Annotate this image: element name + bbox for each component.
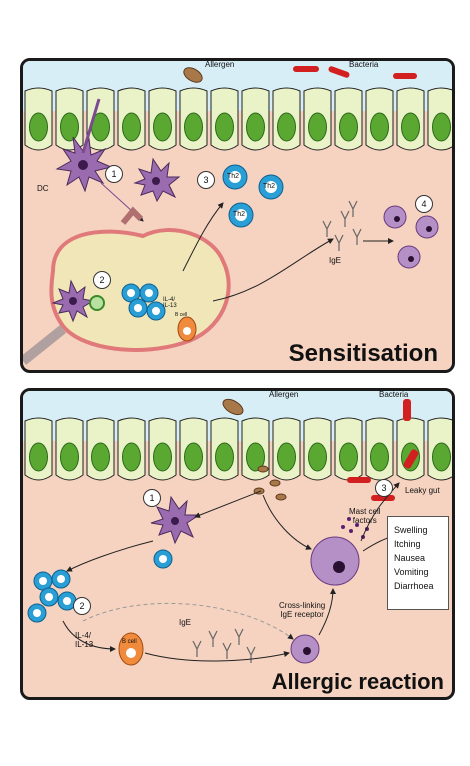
ige-antibodies xyxy=(192,628,256,663)
ige-label: IgE xyxy=(329,256,342,265)
symptom-item: Diarrhoea xyxy=(394,581,434,591)
ige-sensitised-mast-cell xyxy=(290,634,320,664)
cell-nucleus xyxy=(29,442,48,472)
cytokine-label: IL-4/ IL-13 xyxy=(75,631,94,649)
mast-cell-factors-label: Mast cell factors xyxy=(349,507,381,525)
step-1-marker: 1 xyxy=(143,489,161,507)
step-3-marker: 3 xyxy=(375,479,393,497)
bacteria-label: Bacteria xyxy=(379,390,409,399)
cell-nucleus xyxy=(370,112,389,142)
dc-label: DC xyxy=(37,184,49,193)
b-cell-label: B cell xyxy=(122,639,137,645)
dendritic-cell-in-node xyxy=(51,279,105,323)
cell-nucleus xyxy=(432,442,451,472)
cross-linking-label: Cross-linking IgE receptor xyxy=(279,601,326,619)
cell-nucleus xyxy=(215,112,234,142)
cell-nucleus xyxy=(277,112,296,142)
ige-label: IgE xyxy=(179,618,192,627)
b-cell xyxy=(177,316,197,342)
symptom-item: Nausea xyxy=(394,553,426,563)
epithelium-layer xyxy=(24,87,452,151)
step-3-marker: 3 xyxy=(197,171,215,189)
cell-nucleus xyxy=(91,442,110,472)
th2-cells xyxy=(222,164,284,228)
b-cell xyxy=(118,632,144,666)
allergen-peanut xyxy=(222,398,244,416)
cell-nucleus xyxy=(308,112,327,142)
bacterium xyxy=(393,73,417,79)
cell-nucleus xyxy=(246,442,265,472)
bacterium xyxy=(371,495,395,501)
mast-cells xyxy=(383,205,439,269)
cell-nucleus xyxy=(122,112,141,142)
cell-nucleus xyxy=(277,442,296,472)
bacteria-label: Bacteria xyxy=(349,60,379,69)
symptom-item: Swelling xyxy=(394,525,428,535)
cell-nucleus xyxy=(370,442,389,472)
cell-nucleus xyxy=(153,112,172,142)
epithelium-layer xyxy=(24,417,452,481)
cell-nucleus xyxy=(122,442,141,472)
cell-nucleus xyxy=(215,442,234,472)
dendritic-cell xyxy=(150,495,201,569)
allergic-reaction-illustration xyxy=(23,391,452,666)
leaky-gut-label: Leaky gut xyxy=(405,486,440,495)
cell-nucleus xyxy=(339,112,358,142)
cell-nucleus xyxy=(29,112,48,142)
cell-nucleus xyxy=(432,112,451,142)
cell-nucleus xyxy=(60,442,79,472)
symptom-item: Vomiting xyxy=(394,567,429,577)
cell-nucleus xyxy=(339,442,358,472)
cytokine-label: IL-4/ IL-13 xyxy=(163,297,177,309)
ige-antibodies xyxy=(322,200,362,251)
b-cell-label: B cell xyxy=(175,312,188,318)
allergic-reaction-panel: Allergen Bacteria Leaky gut Mast cell fa… xyxy=(20,388,455,700)
cell-nucleus xyxy=(246,112,265,142)
cell-nucleus xyxy=(308,442,327,472)
sensitisation-panel: Allergen Bacteria DC Th2 Th2 Th2 IgE IL-… xyxy=(20,58,455,373)
step-2-marker: 2 xyxy=(73,597,91,615)
bacterium xyxy=(347,477,371,483)
cell-nucleus xyxy=(153,442,172,472)
sensitisation-title: Sensitisation xyxy=(288,340,438,367)
sensitisation-illustration xyxy=(23,61,452,365)
bacterium xyxy=(403,449,419,469)
allergic-reaction-title: Allergic reaction xyxy=(271,669,444,694)
degranulating-mast-cell xyxy=(310,517,369,586)
symptoms-box: Swelling Itching Nausea Vomiting Diarrho… xyxy=(387,516,449,610)
allergen-label: Allergen xyxy=(205,60,235,69)
bacterium xyxy=(328,66,350,78)
th2-cells-in-node xyxy=(121,283,166,321)
th2-label: Th2 xyxy=(227,173,240,180)
th2-label: Th2 xyxy=(233,211,246,218)
cell-nucleus xyxy=(60,112,79,142)
step-4-marker: 4 xyxy=(415,195,433,213)
th2-label: Th2 xyxy=(263,183,276,190)
dendritic-cell xyxy=(133,157,181,203)
step-1-marker: 1 xyxy=(105,165,123,183)
symptom-item: Itching xyxy=(394,539,421,549)
cell-nucleus xyxy=(184,442,203,472)
allergen-label: Allergen xyxy=(269,390,299,399)
th2-cells xyxy=(27,569,77,623)
step-2-marker: 2 xyxy=(93,271,111,289)
bacterium xyxy=(293,66,319,72)
allergen-peanut xyxy=(183,67,203,83)
cell-nucleus xyxy=(401,112,420,142)
cell-nucleus xyxy=(184,112,203,142)
bacterium xyxy=(403,399,411,421)
